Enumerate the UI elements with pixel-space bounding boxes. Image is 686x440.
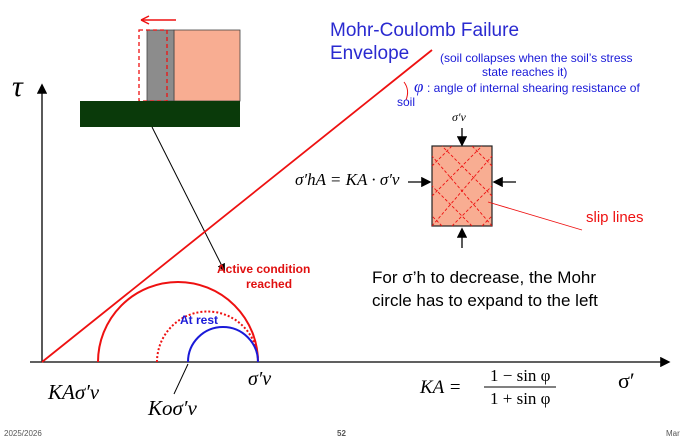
ka-sigma-label: KAσ′v (48, 380, 100, 404)
active-condition-line-1: Active condition (217, 262, 311, 276)
decrease-note-line-2: circle has to expand to the left (372, 291, 598, 310)
ko-pointer-line (173, 363, 189, 395)
footer-right: Mar (666, 429, 680, 438)
ka-formula-lhs: KA = (420, 377, 462, 398)
ground-base (80, 101, 240, 127)
slip-lines-pattern (431, 145, 493, 227)
title-line-2: Envelope (330, 43, 410, 64)
slip-lines-pointer (487, 201, 583, 231)
equation-active-pressure: σ′hA = KA · σ′v (295, 170, 400, 189)
sigma-axis-label: σ′ (618, 368, 635, 393)
sigma-v-axis-label: σ′v (248, 368, 272, 390)
ka-denominator: 1 + sin φ (490, 389, 551, 408)
tau-axis-label: τ (12, 70, 23, 103)
soil-block (173, 29, 241, 102)
active-mohr-circle (97, 281, 259, 363)
phi-note-line-1: : angle of internal shearing resistance … (427, 81, 640, 95)
title-line-1: Mohr-Coulomb Failure (330, 20, 520, 41)
ko-sigma-label: Koσ′v (148, 396, 197, 420)
slip-lines-label: slip lines (586, 209, 644, 226)
footer-year: 2025/2026 (4, 429, 42, 438)
sketch-pointer-line (151, 126, 225, 272)
active-condition-line-2: reached (246, 277, 293, 291)
at-rest-label: At rest (180, 313, 219, 327)
retaining-wall (146, 29, 175, 102)
collapse-note-line-1: (soil collapses when the soil’s stress (440, 51, 633, 65)
phi-symbol: φ (414, 77, 424, 96)
collapse-note-line-2: state reaches it) (482, 65, 568, 79)
at-rest-mohr-circle (187, 326, 259, 363)
footer-page-number: 52 (337, 429, 346, 438)
decrease-note-line-1: For σ’h to decrease, the Mohr (372, 268, 597, 287)
phi-note-line-2: soil (397, 95, 416, 109)
phi-angle-arc (403, 81, 409, 101)
sigma-v-top-label: σ′v (452, 110, 466, 124)
stress-element (431, 145, 493, 227)
ka-numerator: 1 − sin φ (490, 366, 551, 385)
failure-envelope-line (41, 49, 433, 363)
